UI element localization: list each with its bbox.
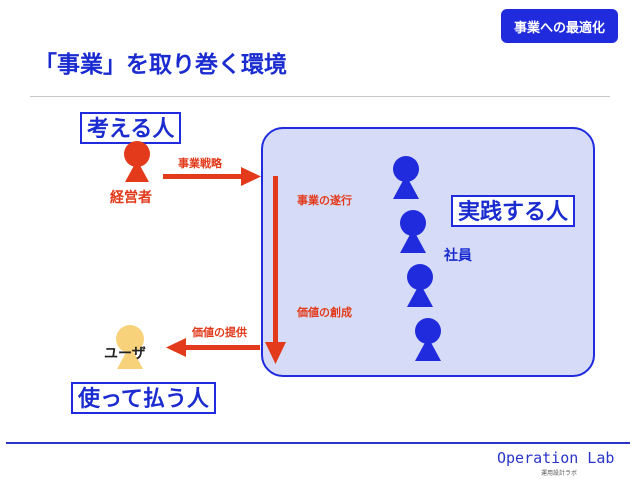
manager-label: 経営者 [110, 190, 152, 206]
footer-divider [6, 442, 630, 444]
value-delivery-label: 価値の提供 [192, 326, 247, 339]
staff-label: 社員 [444, 248, 472, 264]
staff-figure-4 [415, 318, 441, 361]
title-divider [30, 96, 610, 97]
thinker-label: 考える人 [80, 112, 182, 144]
brand-name: Operation Lab [497, 449, 615, 467]
strategy-label: 事業戦略 [178, 157, 222, 170]
staff-figure-3 [407, 264, 433, 307]
doer-label: 実践する人 [451, 195, 576, 227]
staff-figure-1 [393, 156, 419, 199]
execution-label: 事業の遂行 [297, 194, 352, 207]
value-creation-label: 価値の創成 [297, 306, 352, 319]
section-tag: 事業への最適化 [501, 9, 618, 43]
value-flow-arrow [265, 176, 286, 364]
manager-figure [124, 141, 150, 182]
page-title: 「事業」を取り巻く環境 [34, 52, 287, 78]
user-label: ユーザ [104, 346, 146, 362]
value-delivery-arrow [166, 338, 260, 357]
strategy-arrow [163, 167, 261, 186]
brand-subtitle: 運用設計ラボ [541, 470, 578, 477]
payer-label: 使って払う人 [71, 382, 216, 414]
user-figure [116, 325, 144, 369]
staff-figure-2 [400, 210, 426, 253]
